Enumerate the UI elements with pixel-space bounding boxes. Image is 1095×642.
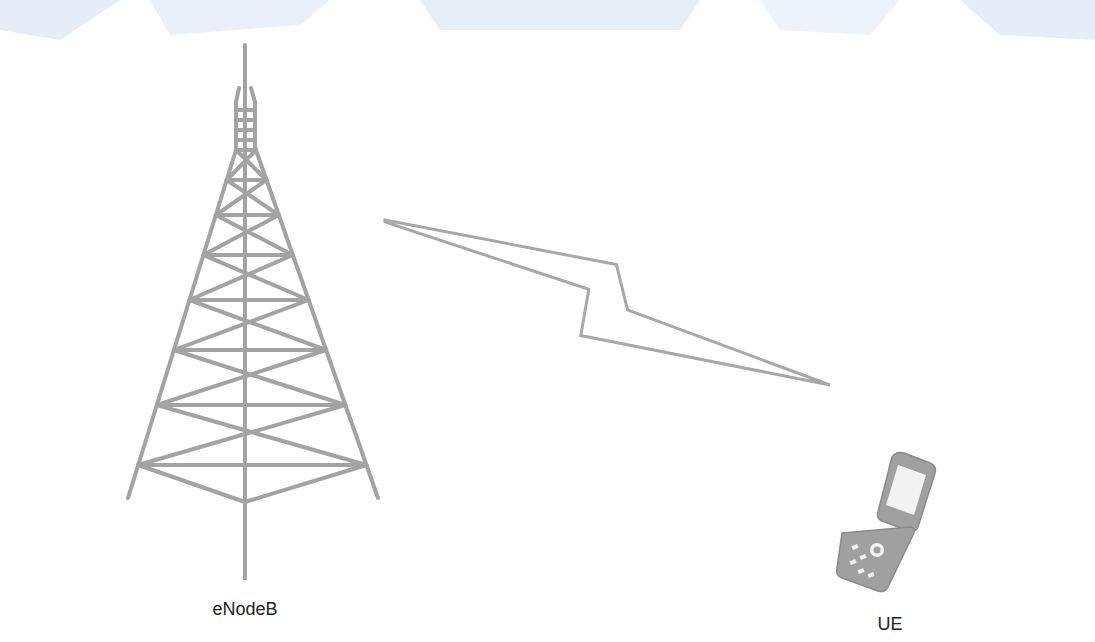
tower-illustration xyxy=(120,40,385,580)
watermark-shape xyxy=(960,0,1095,40)
watermark-shape xyxy=(760,0,900,35)
node-label: UE xyxy=(877,613,902,635)
watermark-shape xyxy=(420,0,700,30)
phone-illustration xyxy=(830,375,950,600)
watermark-shape xyxy=(0,0,120,40)
user-equipment: UE xyxy=(830,375,950,640)
watermark-shape xyxy=(150,0,330,35)
base-station: eNodeB xyxy=(120,40,385,630)
node-label: eNodeB xyxy=(212,598,277,620)
radio-link xyxy=(385,220,830,385)
